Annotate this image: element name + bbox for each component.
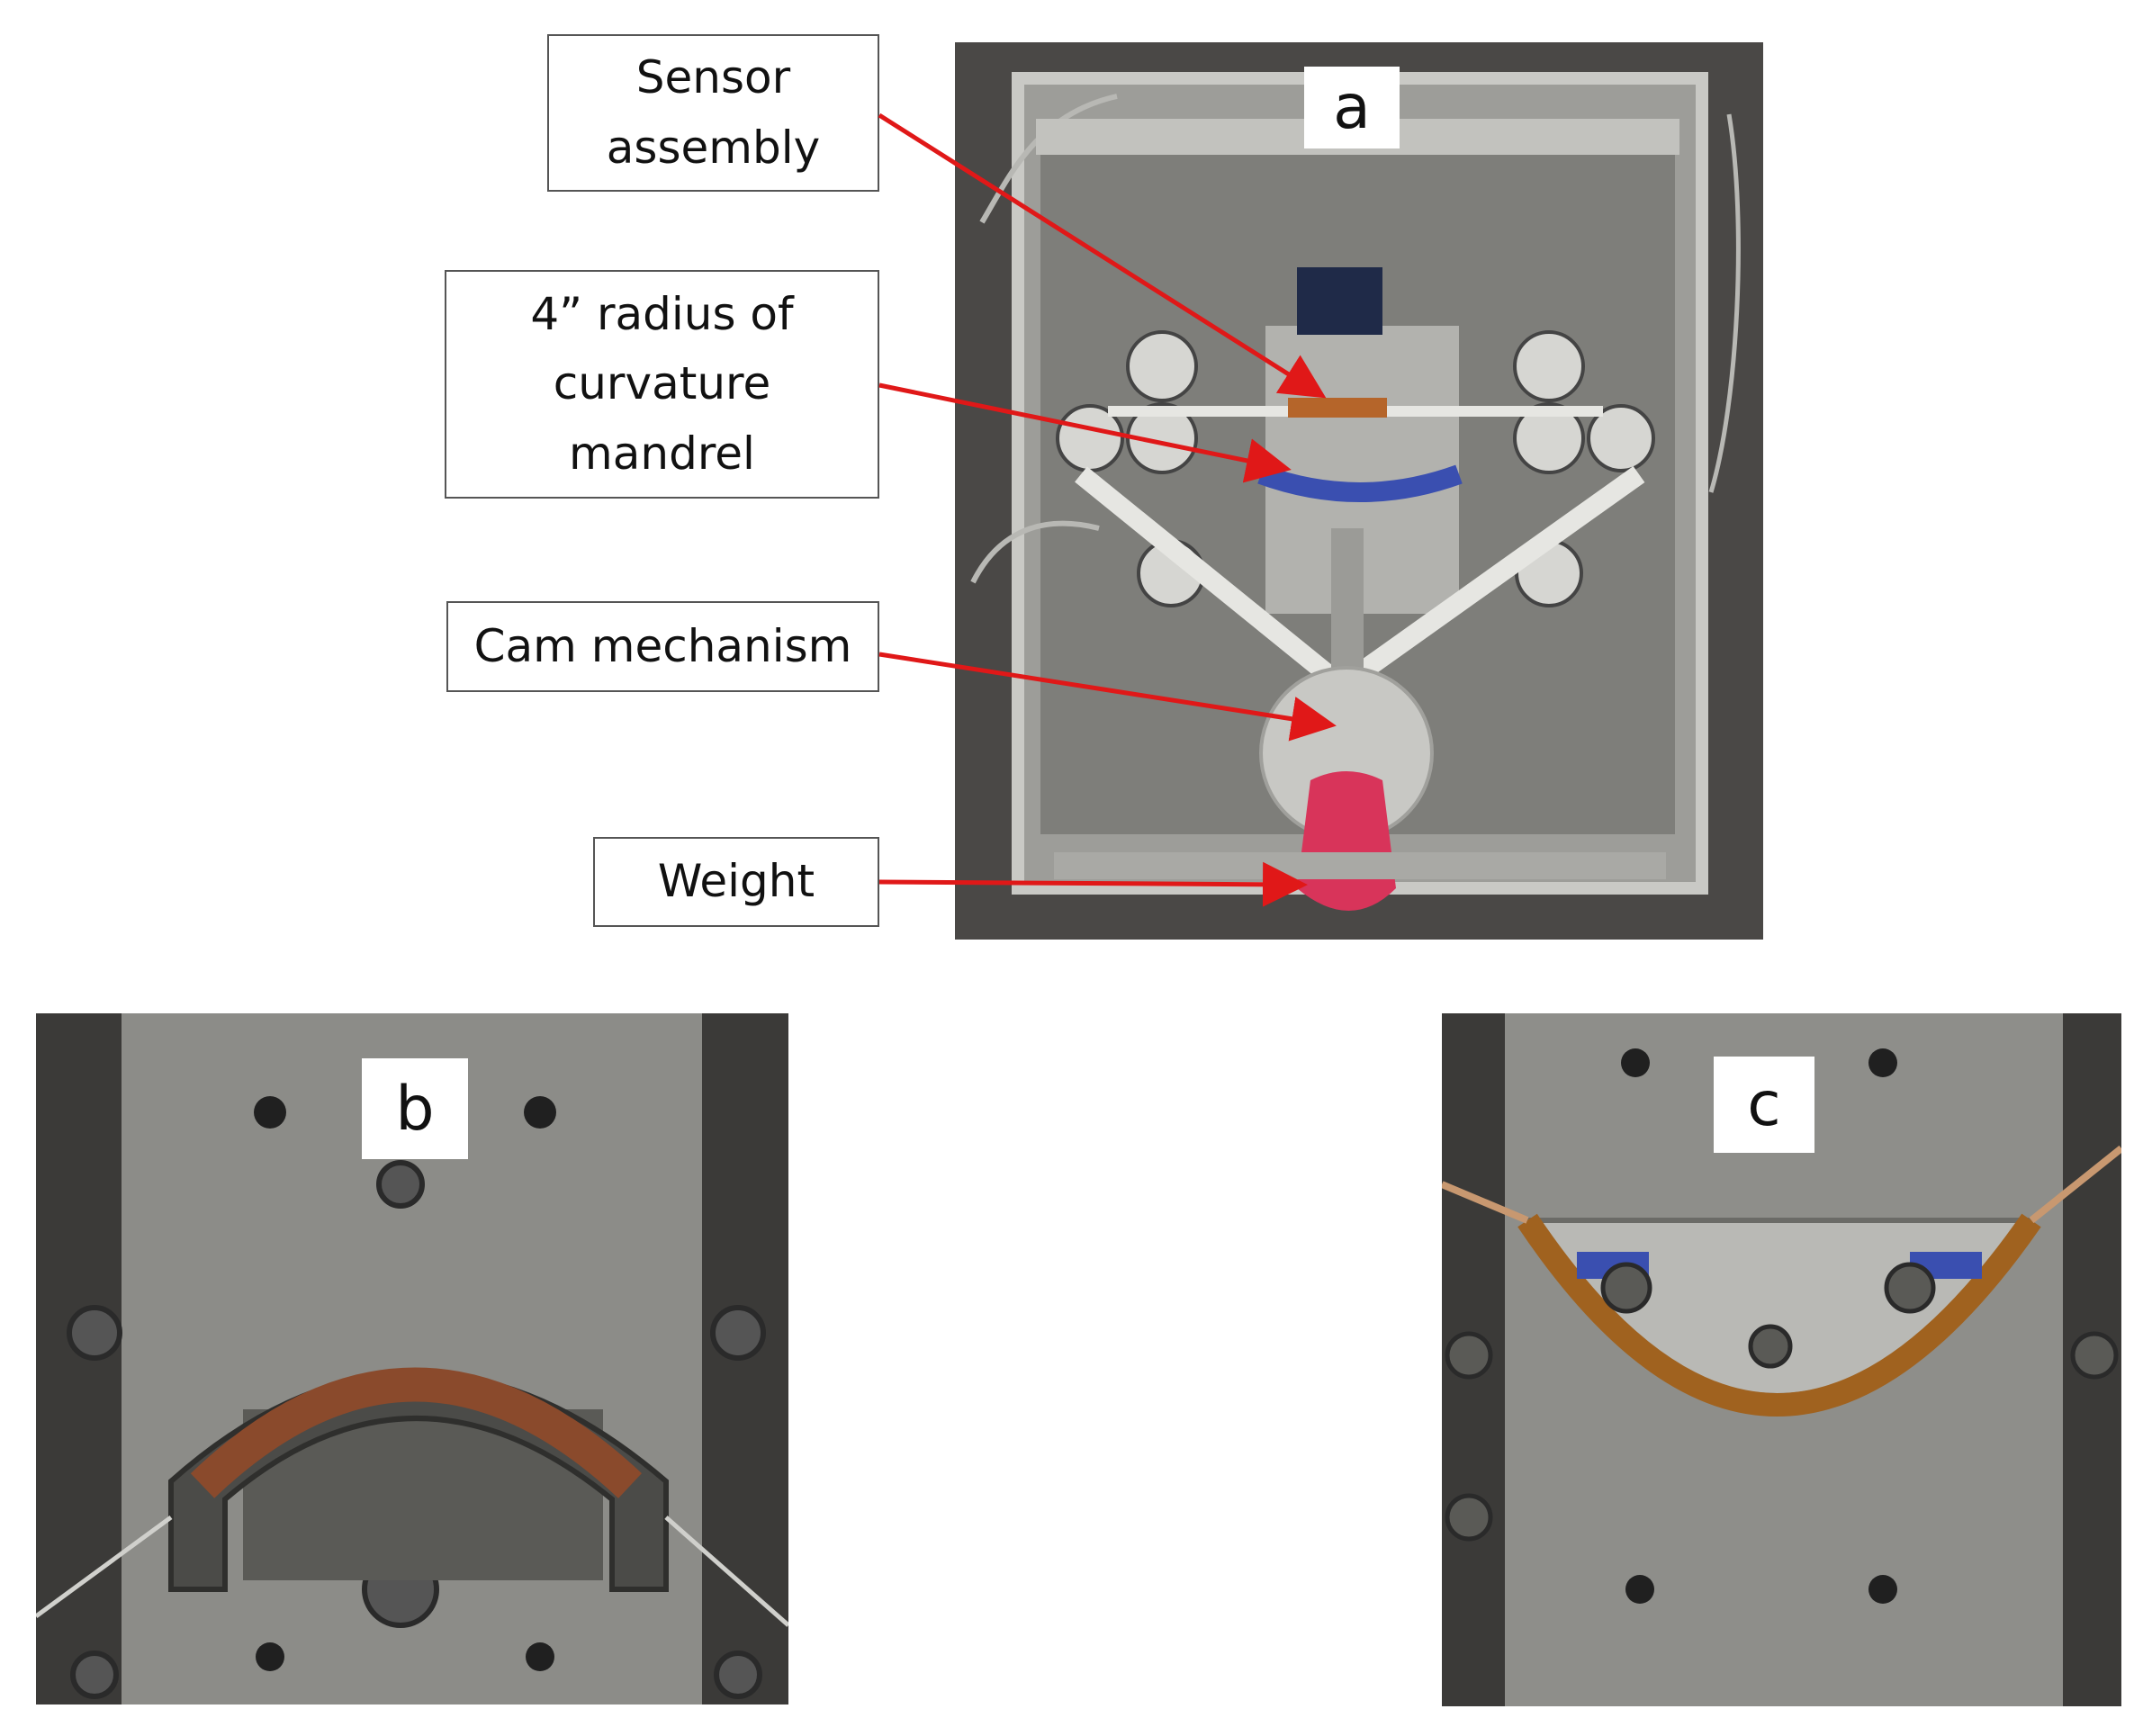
photo-panel-a: a (955, 42, 1763, 940)
photo-panel-c: c (1442, 1013, 2121, 1706)
callout-weight-text: Weight (657, 855, 815, 908)
callout-weight: Weight (593, 837, 879, 927)
apparatus-illustration (955, 42, 1763, 940)
panel-letter-a: a (1304, 67, 1400, 148)
photo-panel-b: b (36, 1013, 788, 1705)
panel-letter-c: c (1714, 1057, 1814, 1153)
callout-sensor-assembly-text: Sensor assembly (606, 51, 821, 174)
callout-mandrel: 4” radius of curvature mandrel (445, 270, 879, 499)
callout-cam-mechanism-text: Cam mechanism (473, 619, 852, 672)
callout-cam-mechanism: Cam mechanism (446, 601, 879, 692)
panel-letter-b: b (362, 1058, 468, 1159)
callout-sensor-assembly: Sensor assembly (547, 34, 879, 192)
callout-mandrel-text: 4” radius of curvature mandrel (530, 287, 794, 480)
